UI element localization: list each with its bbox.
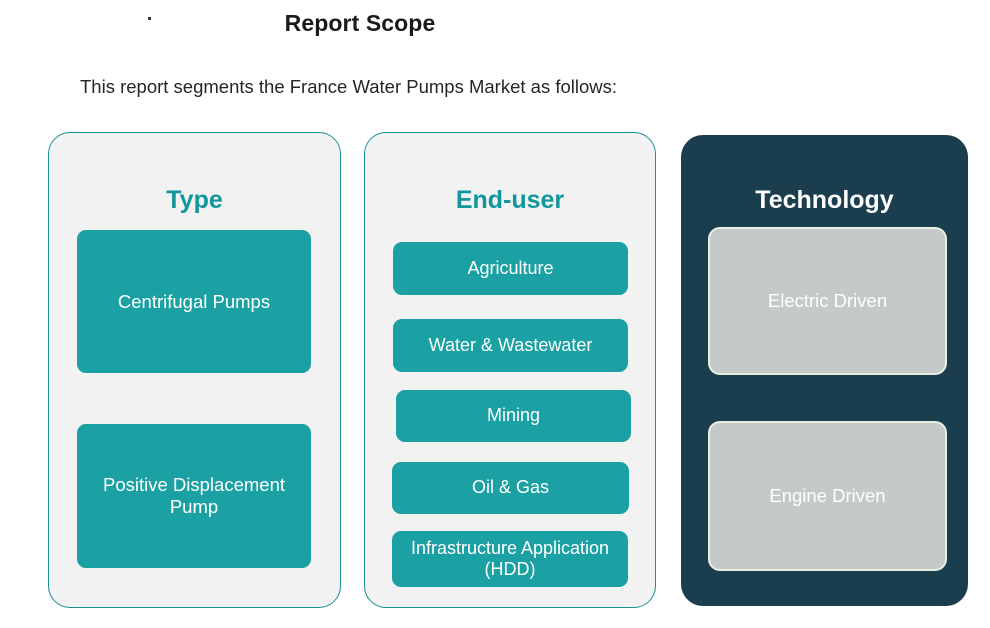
segment-item-centrifugal-pumps[interactable]: Centrifugal Pumps xyxy=(77,230,311,373)
segment-item-mining[interactable]: Mining xyxy=(396,390,631,442)
intro-text: This report segments the France Water Pu… xyxy=(80,76,618,97)
stray-dot-artifact xyxy=(148,17,151,20)
segment-item-oil-gas[interactable]: Oil & Gas xyxy=(392,462,629,514)
segment-heading-type: Type xyxy=(166,186,223,214)
segment-item-positive-displacement-pump[interactable]: Positive Displacement Pump xyxy=(77,424,311,568)
segment-item-infrastructure-application-hdd[interactable]: Infrastructure Application (HDD) xyxy=(392,531,628,587)
segment-item-agriculture[interactable]: Agriculture xyxy=(393,242,628,295)
segment-item-water-wastewater[interactable]: Water & Wastewater xyxy=(393,319,628,372)
page-title: Report Scope xyxy=(284,10,436,36)
segment-heading-enduser: End-user xyxy=(455,186,565,214)
segment-item-engine-driven[interactable]: Engine Driven xyxy=(708,421,947,571)
segment-heading-technology: Technology xyxy=(755,186,894,214)
segment-item-electric-driven[interactable]: Electric Driven xyxy=(708,227,947,375)
